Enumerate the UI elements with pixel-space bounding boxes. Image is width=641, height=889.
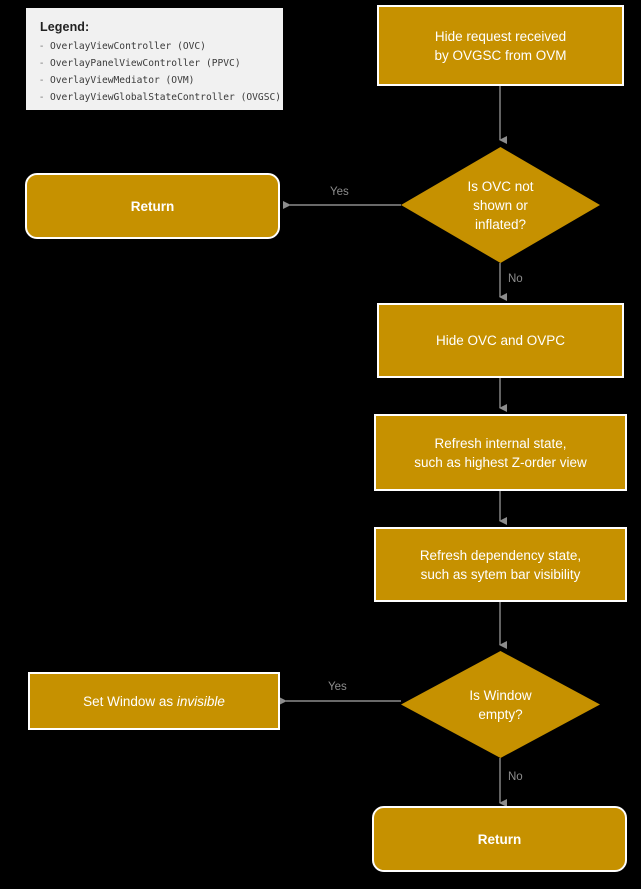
- decision-line-2: empty?: [478, 706, 523, 722]
- node-hide-request-received: Hide request received by OVGSC from OVM: [377, 5, 624, 86]
- legend-title: Legend:: [40, 20, 90, 34]
- legend-item: - OverlayPanelViewController (PPVC): [40, 56, 269, 71]
- node-hide-ovc-and-ovpc: Hide OVC and OVPC: [377, 303, 624, 378]
- edge-label-window-yes: Yes: [328, 681, 347, 693]
- node-label-prefix: Set Window as: [83, 693, 177, 709]
- legend-bullet-icon: -: [40, 58, 44, 69]
- node-decision-is-window-empty: Is Window empty?: [401, 651, 600, 758]
- decision-line-1: Is Window: [469, 687, 532, 703]
- node-label: Return: [477, 831, 522, 847]
- decision-line-3: inflated?: [474, 216, 527, 232]
- node-line-2: such as sytem bar visibility: [420, 566, 581, 582]
- legend-item-label: OverlayViewController (OVC): [50, 41, 206, 52]
- legend-item: - OverlayViewGlobalStateController (OVGS…: [40, 90, 281, 105]
- node-refresh-dependency-state: Refresh dependency state, such as sytem …: [374, 527, 627, 602]
- legend-bullet-icon: -: [40, 75, 44, 86]
- legend-item-label: OverlayViewMediator (OVM): [50, 75, 195, 86]
- node-return-bottom: Return: [372, 806, 627, 872]
- node-line-1: Refresh internal state,: [434, 435, 567, 451]
- edge-label-ovc-yes: Yes: [330, 186, 349, 198]
- node-label: Return: [130, 198, 175, 214]
- node-return-top: Return: [25, 173, 280, 239]
- legend-bullet-icon: -: [40, 41, 44, 52]
- decision-line-1: Is OVC not: [467, 178, 534, 194]
- node-decision-is-ovc-not-shown: Is OVC not shown or inflated?: [401, 147, 600, 263]
- legend-panel: Legend: - OverlayViewController (OVC) - …: [26, 8, 283, 110]
- diamond-shape: [401, 651, 600, 758]
- node-label: Hide OVC and OVPC: [435, 333, 566, 348]
- legend-item-label: OverlayPanelViewController (PPVC): [50, 58, 241, 69]
- node-set-window-invisible: Set Window as invisible: [28, 672, 280, 730]
- decision-line-2: shown or: [473, 197, 528, 213]
- node-line-1: Refresh dependency state,: [419, 547, 582, 563]
- edge-label-window-no: No: [508, 771, 523, 783]
- node-label-emphasis: invisible: [176, 693, 225, 709]
- diamond-shape: [401, 147, 600, 263]
- edge-label-ovc-no: No: [508, 273, 523, 285]
- node-line-1: Hide request received: [434, 28, 567, 44]
- legend-bullet-icon: -: [40, 92, 44, 103]
- node-line-2: such as highest Z-order view: [414, 454, 587, 470]
- legend-item: - OverlayViewMediator (OVM): [40, 73, 269, 88]
- node-line-2: by OVGSC from OVM: [434, 47, 567, 63]
- legend-item: - OverlayViewController (OVC): [40, 39, 269, 54]
- legend-item-label: OverlayViewGlobalStateController (OVGSC): [50, 92, 282, 103]
- node-refresh-internal-state: Refresh internal state, such as highest …: [374, 414, 627, 491]
